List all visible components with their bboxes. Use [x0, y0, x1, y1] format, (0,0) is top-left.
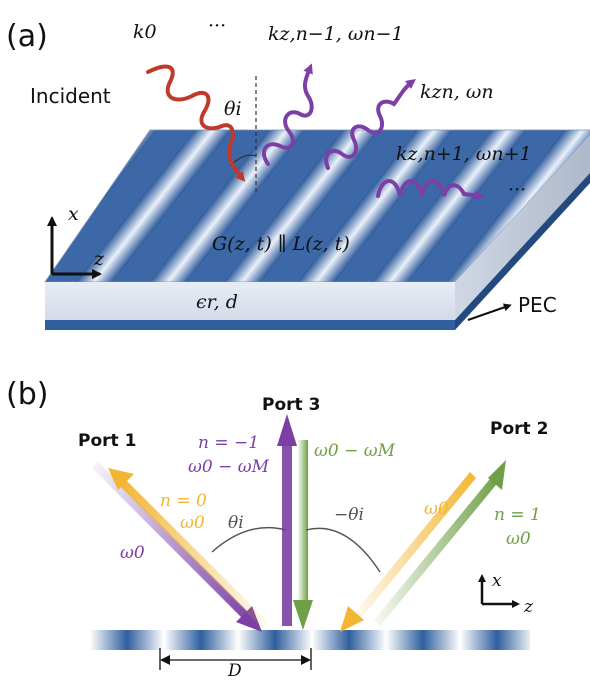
- axis-x-label-b: x: [492, 571, 502, 591]
- dots-right: ···: [508, 179, 526, 201]
- port3-purple-beam: [282, 440, 292, 626]
- k-prev-label: kz,n−1, ωn−1: [268, 23, 404, 45]
- port1-label: Port 1: [78, 431, 136, 451]
- angle-arc-left: [211, 526, 287, 553]
- incident-wave: [146, 64, 246, 182]
- pec-pointer-arrow: [467, 303, 512, 321]
- port2-green-beam: [374, 474, 500, 626]
- port2-yellow-arrowhead: [340, 606, 364, 632]
- port2-label: Port 2: [490, 419, 548, 439]
- port3-green-arrowhead: [293, 600, 313, 630]
- panel-b-label: (b): [6, 377, 48, 412]
- w0-purple: ω0: [120, 543, 145, 563]
- k-n-label: kzn, ωn: [420, 81, 494, 103]
- theta-i-label-b: θi: [228, 513, 244, 533]
- angle-arc-right: [305, 527, 381, 573]
- port3-purple-arrowhead: [277, 414, 297, 446]
- port3-label: Port 3: [262, 395, 320, 415]
- minus-theta-i-label: −θi: [334, 505, 364, 525]
- substrate-front-face: [45, 282, 455, 320]
- n-zero-label: n = 0: [160, 491, 207, 511]
- port1-incident-beam: [92, 462, 252, 622]
- k0-label: k0: [133, 21, 157, 43]
- w0-yellow-right: ω0: [424, 499, 449, 519]
- port2-green-arrowhead: [488, 460, 506, 490]
- pec-label: PEC: [518, 293, 557, 317]
- reflected-wave-n-minus-1: [261, 63, 314, 166]
- n-one-label: n = 1: [494, 505, 541, 525]
- panel-b: (b) Port 1 Port 2 Port 3 n = −1 ω0 − ωM …: [6, 377, 548, 681]
- theta-i-label-a: θi: [224, 98, 242, 120]
- modulation-label: G(z, t) ∥ L(z, t): [212, 233, 350, 255]
- metasurface-top-face: [45, 130, 590, 282]
- w0-minus-wM-purple: ω0 − ωM: [188, 457, 270, 477]
- w0-yellow-left: ω0: [180, 513, 205, 533]
- panel-a: (a) x z k0 ··· kz,n−1, ωn−1 Incident θi …: [6, 15, 590, 330]
- period-label: D: [227, 661, 242, 681]
- axis-z-label: z: [93, 248, 105, 270]
- incident-label: Incident: [30, 84, 111, 108]
- dots-top: ···: [208, 15, 226, 37]
- n-minus1-label: n = −1: [198, 433, 259, 453]
- axis-x-label: x: [68, 203, 79, 225]
- pec-layer: [45, 320, 455, 330]
- substrate-label: ϵr, d: [196, 291, 238, 313]
- metasurface-strip: [90, 630, 530, 650]
- port3-green-beam: [298, 440, 308, 608]
- port1-reflected-beam: [118, 478, 268, 628]
- port2-yellow-beam: [352, 472, 476, 622]
- panel-a-label: (a): [6, 19, 48, 54]
- surface-wave-n-plus-1: [376, 179, 485, 201]
- w0-green: ω0: [506, 529, 531, 549]
- k-next-label: kz,n+1, ωn+1: [396, 143, 532, 165]
- reflected-wave-n: [324, 78, 416, 170]
- port1-reflected-arrowhead: [108, 468, 134, 490]
- substrate-side-face: [455, 135, 590, 322]
- w0-minus-wM-green: ω0 − ωM: [314, 441, 396, 461]
- port1-incident-arrowhead: [236, 606, 262, 632]
- axis-z-label-b: z: [523, 597, 534, 617]
